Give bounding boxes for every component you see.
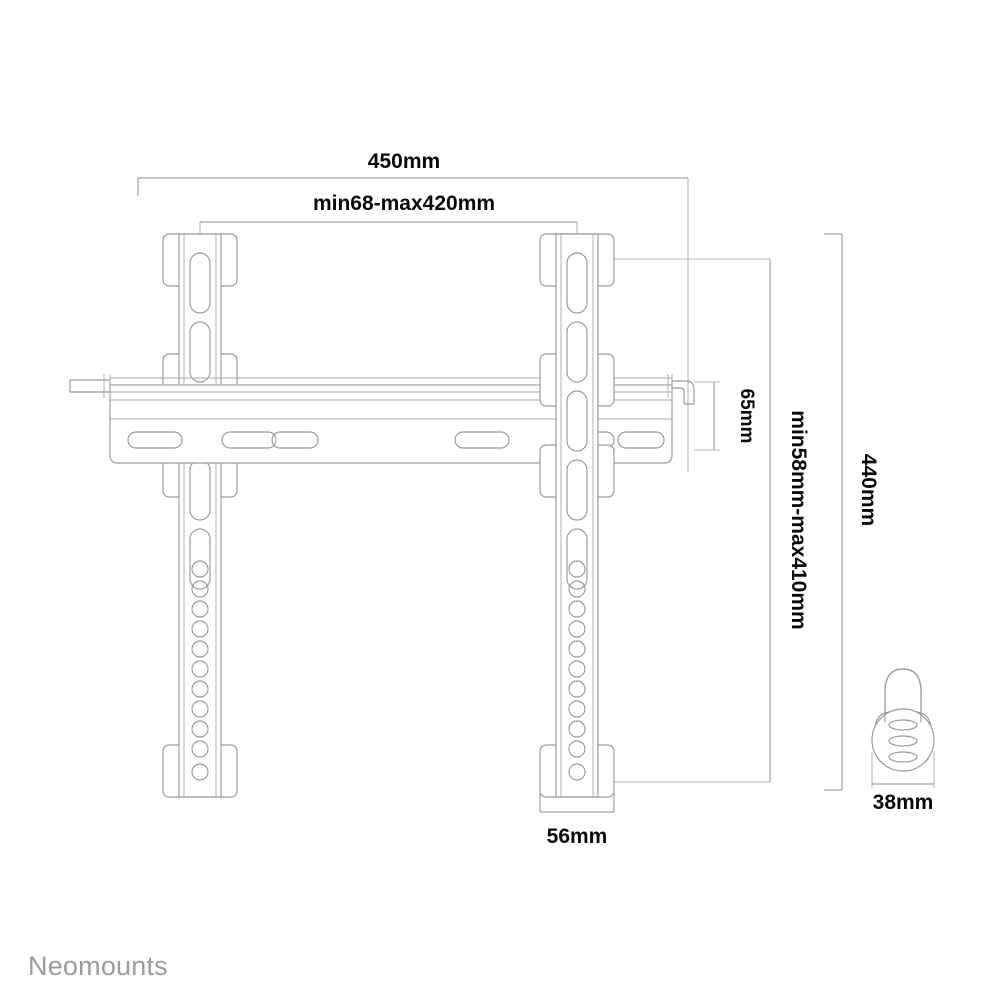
left-vertical-rail [162, 233, 238, 798]
side-profile-view [871, 668, 935, 772]
left-rail-hole-3 [191, 600, 209, 618]
side-profile-arch-outline [884, 668, 922, 723]
right-rail-slot-1 [566, 252, 588, 314]
dim-label-rail-width: 56mm [547, 825, 608, 848]
side-profile-slot-1 [888, 719, 918, 731]
right-rail-hole-7 [568, 680, 586, 698]
right-rail-hole-9 [568, 720, 586, 738]
right-rail-hole-5 [568, 640, 586, 658]
dim-label-mounting-height-range: min58mm-max410mm [787, 410, 810, 629]
left-rail-slot-1 [189, 252, 211, 314]
wall-plate-body [109, 384, 673, 464]
right-vertical-rail [539, 233, 615, 798]
dim-label-overall-height: 440mm [857, 454, 880, 526]
left-rail-hole-10 [191, 740, 209, 758]
dimension-profile-depth: 38mm [871, 752, 935, 814]
left-rail-hole-9 [191, 720, 209, 738]
wall-plate-slot-4 [454, 431, 510, 449]
right-rail-slot-5 [566, 528, 588, 590]
right-rail-hole-10 [568, 740, 586, 758]
wall-plate-hook [671, 380, 695, 405]
right-rail-hole-6 [568, 660, 586, 678]
left-rail-body [178, 233, 222, 798]
left-rail-hole-2 [191, 580, 209, 598]
side-profile-slot-2 [888, 735, 918, 747]
dimension-rail-width: 56mm [539, 794, 615, 848]
right-rail-slot-4 [566, 459, 588, 521]
wall-plate-slot-6 [617, 431, 665, 449]
dim-label-profile-depth: 38mm [873, 791, 934, 814]
left-rail-hole-5 [191, 640, 209, 658]
dim-label-wall-plate-depth: 65mm [736, 389, 757, 444]
left-rail-hole-4 [191, 620, 209, 638]
wall-plate-slot-1 [127, 431, 183, 449]
brand-logo-text: Neomounts [28, 951, 168, 981]
left-rail-hole-11 [191, 763, 209, 781]
right-rail-hole-1 [568, 560, 586, 578]
right-rail-hole-4 [568, 620, 586, 638]
dimension-mounting-width-range: min68-max420mm [199, 192, 578, 268]
dim-label-overall-width: 450mm [368, 150, 440, 173]
dimension-mounting-height-range: min58mm-max410mm [614, 258, 810, 783]
left-rail-slot-5 [189, 528, 211, 590]
dimension-wall-plate-depth: 65mm [694, 381, 757, 451]
dimension-overall-height: 440mm [824, 233, 880, 791]
side-profile-body [871, 708, 935, 772]
left-rail-hole-7 [191, 680, 209, 698]
right-rail-hole-8 [568, 700, 586, 718]
dim-label-mounting-width-range: min68-max420mm [313, 192, 495, 215]
side-profile-slot-3 [888, 751, 918, 763]
right-rail-slot-2 [566, 321, 588, 383]
right-rail-hole-11 [568, 763, 586, 781]
right-rail-slot-3 [566, 390, 588, 452]
dimension-overall-width: 450mm [137, 150, 689, 472]
right-rail-body [555, 233, 599, 798]
right-rail-hole-2 [568, 580, 586, 598]
left-rail-hole-8 [191, 700, 209, 718]
wall-plate-slot-2 [221, 431, 277, 449]
left-rail-slot-2 [189, 321, 211, 383]
left-rail-hole-6 [191, 660, 209, 678]
right-rail-hole-3 [568, 600, 586, 618]
wall-plate-slot-3 [271, 431, 319, 449]
left-rail-hole-1 [191, 560, 209, 578]
